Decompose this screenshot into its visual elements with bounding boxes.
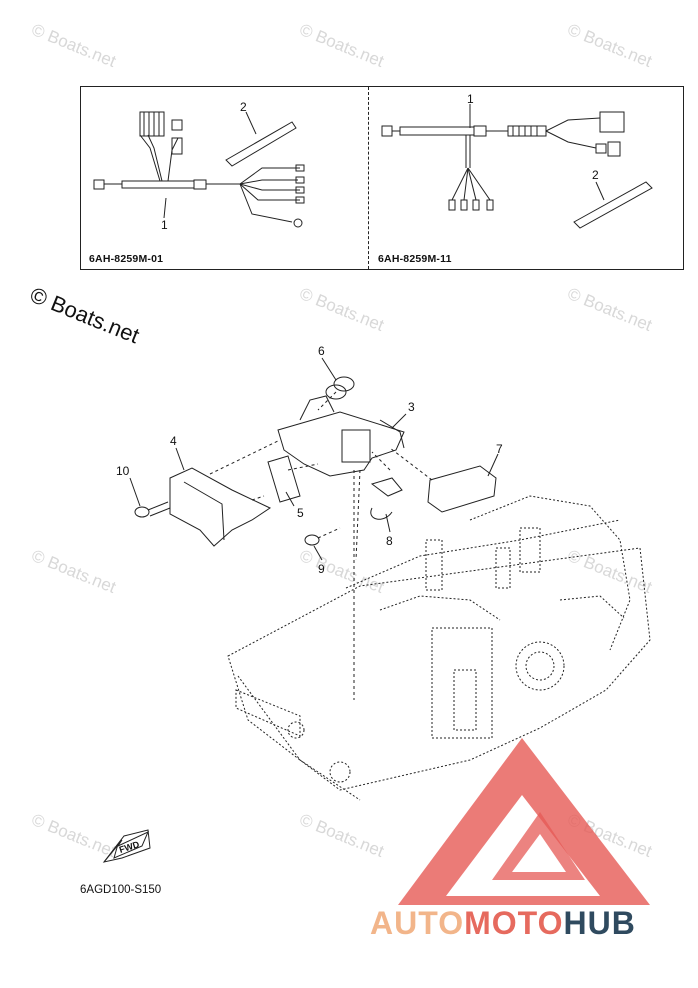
callout-left-1: 1 (161, 218, 168, 232)
callout-3: 3 (408, 400, 415, 414)
callout-4: 4 (170, 434, 177, 448)
clip-part-8 (370, 451, 403, 520)
callout-5: 5 (297, 506, 304, 520)
callout-left-2: 2 (240, 100, 247, 114)
callout-7: 7 (496, 442, 503, 456)
brand-wordmark: AUTOMOTOHUB (370, 905, 636, 942)
inset-divider (368, 87, 369, 269)
brand-hub: HUB (563, 905, 636, 941)
bolt-part-10 (134, 501, 171, 518)
callout-8: 8 (386, 534, 393, 548)
cable-tie-left (225, 121, 297, 167)
callout-right-1: 1 (467, 92, 474, 106)
cover-part-4 (169, 439, 281, 547)
wire-harness-left (93, 111, 305, 228)
screw-part-9 (304, 527, 341, 546)
engine-block (227, 495, 651, 801)
harness-inset: 6AH-8259M-01 6AH-8259M-11 (80, 86, 684, 270)
cover-part-7 (389, 447, 497, 513)
callout-6: 6 (318, 344, 325, 358)
brand-moto: MOTO (464, 905, 564, 941)
fwd-arrow-icon (102, 829, 151, 863)
bracket-part-5 (267, 455, 319, 503)
wire-harness-right (381, 111, 625, 211)
part-code-left: 6AH-8259M-01 (89, 253, 164, 265)
part-code-right: 6AH-8259M-11 (378, 253, 452, 265)
callout-9: 9 (318, 562, 325, 576)
grommet-part-6 (317, 376, 355, 411)
bracket-part-3 (277, 395, 405, 700)
diagram-code: 6AGD100-S150 (80, 884, 162, 896)
cable-tie-right (573, 181, 653, 229)
callout-10: 10 (116, 464, 130, 478)
callout-right-2: 2 (592, 168, 599, 182)
brand-auto: AUTO (370, 905, 465, 941)
